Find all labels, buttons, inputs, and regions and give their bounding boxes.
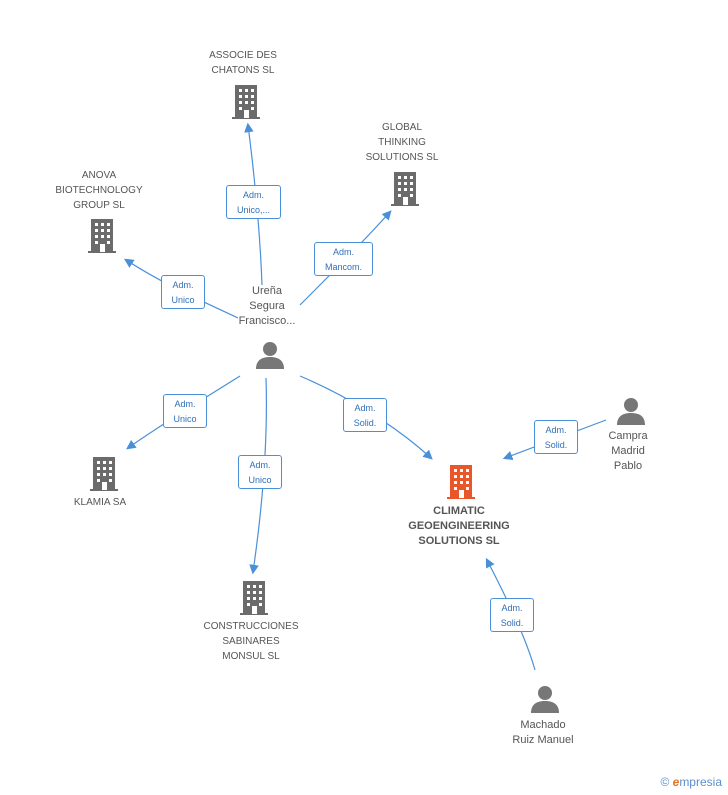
node-climatic[interactable]: CLIMATIC GEOENGINEERING SOLUTIONS SL <box>395 504 523 549</box>
building-icon <box>232 85 260 119</box>
building-icon <box>240 581 268 615</box>
person-label: Campra Madrid Pablo <box>608 430 648 472</box>
person-icon <box>617 398 645 425</box>
company-label: KLAMIA SA <box>73 497 127 508</box>
company-label: GLOBAL THINKING SOLUTIONS SL <box>365 122 439 163</box>
building-icon <box>447 465 475 499</box>
role-badge-construcciones[interactable]: Adm. Unico <box>238 455 282 489</box>
node-machado[interactable]: Machado Ruiz Manuel <box>495 718 591 748</box>
node-construcciones[interactable]: CONSTRUCCIONES SABINARES MONSUL SL <box>190 619 312 664</box>
focus-company-label: CLIMATIC GEOENGINEERING SOLUTIONS SL <box>408 505 510 547</box>
role-badge-associe[interactable]: Adm. Unico,... <box>226 185 281 219</box>
person-icon <box>256 342 284 369</box>
person-icon <box>531 686 559 713</box>
building-icon <box>88 219 116 253</box>
company-label: CONSTRUCCIONES SABINARES MONSUL SL <box>203 621 299 662</box>
node-associe[interactable]: ASSOCIE DES CHATONS SL <box>180 48 306 78</box>
node-anova[interactable]: ANOVA BIOTECHNOLOGY GROUP SL <box>40 168 158 213</box>
role-badge-climatic-campra[interactable]: Adm. Solid. <box>534 420 578 454</box>
person-label: Ureña Segura Francisco... <box>238 285 296 327</box>
company-label: ASSOCIE DES CHATONS SL <box>209 50 277 76</box>
role-badge-climatic-urena[interactable]: Adm. Solid. <box>343 398 387 432</box>
role-badge-global[interactable]: Adm. Mancom. <box>314 242 373 276</box>
node-global[interactable]: GLOBAL THINKING SOLUTIONS SL <box>342 120 462 165</box>
role-badge-klamia[interactable]: Adm. Unico <box>163 394 207 428</box>
node-klamia[interactable]: KLAMIA SA <box>50 495 150 510</box>
company-label: ANOVA BIOTECHNOLOGY GROUP SL <box>55 170 143 211</box>
brand-initial: e <box>672 775 680 789</box>
person-label: Machado Ruiz Manuel <box>512 719 574 746</box>
node-campra[interactable]: Campra Madrid Pablo <box>592 429 664 474</box>
building-icon <box>391 172 419 206</box>
role-badge-climatic-machado[interactable]: Adm. Solid. <box>490 598 534 632</box>
node-urena[interactable]: Ureña Segura Francisco... <box>222 284 312 329</box>
empresia-logo: © empresia <box>660 775 722 789</box>
role-badge-anova[interactable]: Adm. Unico <box>161 275 205 309</box>
brand-name: mpresia <box>679 775 722 789</box>
copyright-symbol: © <box>660 775 670 789</box>
building-icon <box>90 457 118 491</box>
